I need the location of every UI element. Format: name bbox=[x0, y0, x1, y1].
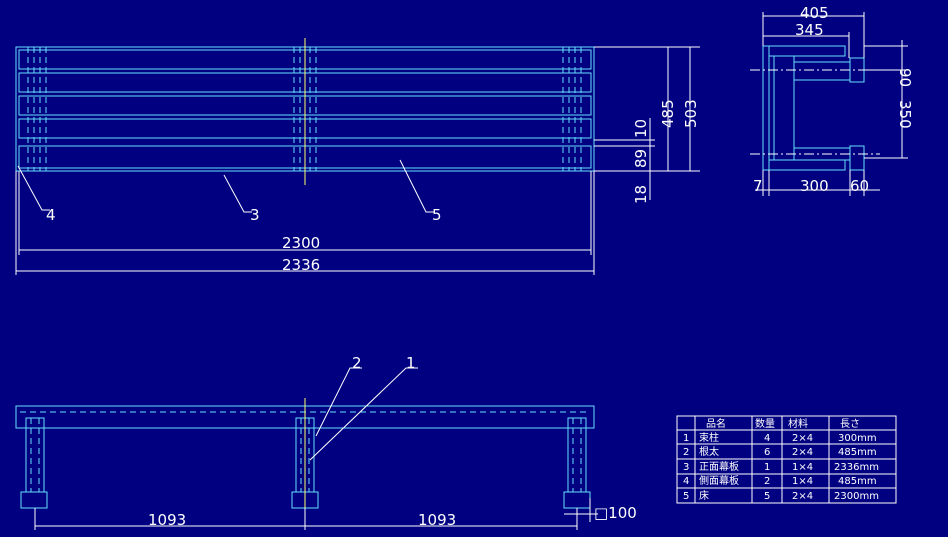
top-rail bbox=[768, 45, 846, 57]
dim-1093-right: 1093 bbox=[418, 511, 456, 529]
side-view: 405 345 90 350 7 300 60 bbox=[750, 4, 914, 196]
dim-90: 90 bbox=[896, 68, 914, 87]
post-right bbox=[563, 417, 591, 509]
svg-text:485mm: 485mm bbox=[838, 447, 877, 458]
leader-5 bbox=[399, 159, 434, 213]
dim-7: 7 bbox=[753, 177, 763, 195]
post bbox=[773, 55, 795, 161]
svg-text:2300mm: 2300mm bbox=[834, 491, 879, 502]
svg-text:4: 4 bbox=[764, 433, 770, 444]
table-row: 2 根太 6 2×4 485mm bbox=[683, 445, 877, 458]
svg-text:2: 2 bbox=[683, 447, 689, 458]
svg-text:2336mm: 2336mm bbox=[834, 462, 879, 473]
bottom-rail bbox=[768, 159, 846, 171]
svg-text:2: 2 bbox=[764, 476, 770, 487]
svg-text:1×4: 1×4 bbox=[792, 462, 813, 473]
svg-text:数量: 数量 bbox=[755, 417, 775, 430]
dim-post-100: □100 bbox=[594, 504, 637, 522]
leader-2 bbox=[315, 367, 362, 437]
dim-89: 89 bbox=[632, 149, 650, 168]
svg-text:根太: 根太 bbox=[699, 445, 719, 458]
parts-table: 品名 数量 材料 長さ 1 束柱 4 2×4 300mm 2 根太 6 2×4 … bbox=[676, 415, 897, 504]
dim-2336: 2336 bbox=[282, 256, 320, 274]
callout-2: 2 bbox=[352, 354, 362, 372]
dim-60: 60 bbox=[850, 177, 869, 195]
callout-3: 3 bbox=[250, 206, 260, 224]
dim-2300: 2300 bbox=[282, 234, 320, 252]
dim-405: 405 bbox=[800, 4, 829, 22]
table-row: 1 束柱 4 2×4 300mm bbox=[683, 431, 877, 444]
dim-503: 503 bbox=[682, 99, 700, 128]
svg-text:正面幕板: 正面幕板 bbox=[699, 460, 739, 473]
svg-text:485mm: 485mm bbox=[838, 476, 877, 487]
front-view: 2 1 1093 1093 □100 bbox=[15, 354, 637, 530]
leader-3 bbox=[223, 174, 252, 213]
dim-1093-left: 1093 bbox=[148, 511, 186, 529]
dim-18: 18 bbox=[632, 185, 650, 204]
svg-text:長さ: 長さ bbox=[840, 418, 860, 430]
side-panel bbox=[762, 45, 770, 171]
post-left bbox=[20, 417, 48, 509]
svg-text:1: 1 bbox=[683, 433, 689, 444]
svg-text:2×4: 2×4 bbox=[792, 433, 813, 444]
svg-text:束柱: 束柱 bbox=[699, 431, 719, 444]
svg-text:品名: 品名 bbox=[706, 417, 726, 430]
svg-text:5: 5 bbox=[683, 491, 689, 502]
top-view: 485 503 10 89 18 2300 2336 4 3 5 bbox=[15, 38, 700, 275]
dim-300: 300 bbox=[800, 177, 829, 195]
svg-text:1×4: 1×4 bbox=[792, 476, 813, 487]
svg-text:床: 床 bbox=[699, 489, 709, 502]
table-row: 3 正面幕板 1 1×4 2336mm bbox=[683, 460, 879, 473]
svg-text:2×4: 2×4 bbox=[792, 491, 813, 502]
svg-text:300mm: 300mm bbox=[838, 433, 877, 444]
svg-text:材料: 材料 bbox=[788, 417, 808, 430]
dim-10: 10 bbox=[632, 119, 650, 138]
callout-4: 4 bbox=[46, 206, 56, 224]
svg-text:3: 3 bbox=[683, 462, 689, 473]
leader-1 bbox=[309, 367, 418, 461]
svg-text:6: 6 bbox=[764, 447, 770, 458]
dim-345: 345 bbox=[795, 21, 824, 39]
table-row: 4 側面幕板 2 1×4 485mm bbox=[683, 474, 877, 487]
joist-end-bottom bbox=[849, 145, 865, 171]
svg-text:側面幕板: 側面幕板 bbox=[699, 474, 739, 487]
callout-5: 5 bbox=[432, 206, 442, 224]
leader-4 bbox=[17, 165, 50, 211]
svg-text:5: 5 bbox=[764, 491, 770, 502]
callout-1: 1 bbox=[406, 354, 416, 372]
svg-text:1: 1 bbox=[764, 462, 770, 473]
svg-text:2×4: 2×4 bbox=[792, 447, 813, 458]
table-row: 5 床 5 2×4 2300mm bbox=[683, 489, 879, 502]
svg-text:4: 4 bbox=[683, 476, 689, 487]
dim-350: 350 bbox=[896, 100, 914, 129]
dim-485: 485 bbox=[659, 99, 677, 128]
table-header: 品名 数量 材料 長さ bbox=[706, 417, 860, 430]
hidden-joists bbox=[27, 47, 582, 171]
